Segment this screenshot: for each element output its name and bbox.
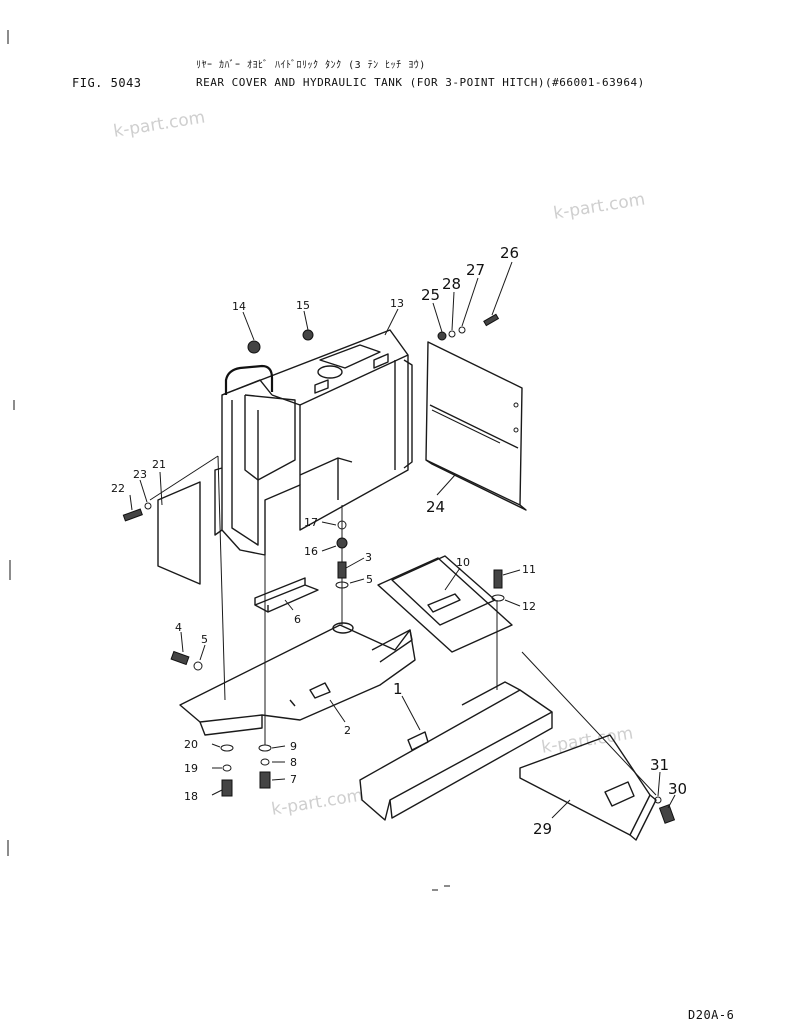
callout-25: 25: [421, 286, 440, 304]
callout-15: 15: [296, 299, 310, 312]
callout-21: 21: [152, 458, 166, 471]
callout-20: 20: [184, 738, 198, 751]
callout-2: 2: [344, 724, 351, 737]
lower-cover: [519, 734, 657, 841]
floor-plate: [377, 555, 513, 653]
callout-8: 8: [290, 756, 297, 769]
lower-frame: [359, 681, 553, 821]
callout-4: 4: [175, 621, 182, 634]
bracket: [254, 577, 319, 613]
callout-12: 12: [522, 600, 536, 613]
callout-14: 14: [232, 300, 246, 313]
figure-title: REAR COVER AND HYDRAULIC TANK (FOR 3-POI…: [196, 76, 645, 89]
side-cover-plate: [157, 481, 201, 585]
callout-17: 17: [304, 516, 318, 529]
callout-16: 16: [304, 545, 318, 558]
main-frame: [179, 622, 416, 736]
callout-24: 24: [426, 498, 445, 516]
callout-7: 7: [290, 773, 297, 786]
callout-23: 23: [133, 468, 147, 481]
callout-3: 3: [365, 551, 372, 564]
rear-cover-plate: [425, 341, 527, 511]
callout-31: 31: [650, 756, 669, 774]
hydraulic-tank-cover: [214, 329, 413, 556]
title-japanese: ﾘﾔｰ ｶﾊﾞｰ ｵﾖﾋﾞ ﾊｲﾄﾞﾛﾘｯｸ ﾀﾝｸ (3 ﾃﾝ ﾋｯﾁ ﾖｳ): [196, 60, 426, 71]
callout-19: 19: [184, 762, 198, 775]
callout-10: 10: [456, 556, 470, 569]
callout-9: 9: [290, 740, 297, 753]
callout-11: 11: [522, 563, 536, 576]
callout-27: 27: [466, 261, 485, 279]
callout-26: 26: [500, 244, 519, 262]
callout-5b: 5: [366, 573, 373, 586]
callout-1: 1: [393, 680, 403, 698]
callout-18: 18: [184, 790, 198, 803]
callout-6: 6: [294, 613, 301, 626]
callout-5a: 5: [201, 633, 208, 646]
callout-30: 30: [668, 780, 687, 798]
figure-number: FIG. 5043: [72, 76, 142, 90]
model-code: D20A-6: [688, 1008, 735, 1022]
callout-29: 29: [533, 820, 552, 838]
callout-28: 28: [442, 275, 461, 293]
callout-13: 13: [390, 297, 404, 310]
callout-22: 22: [111, 482, 125, 495]
